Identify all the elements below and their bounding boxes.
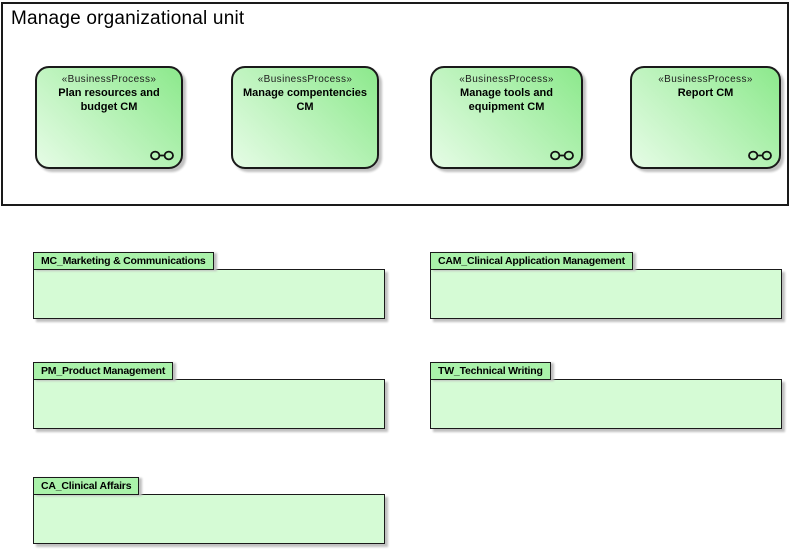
package-tw-technical-writing: TW_Technical Writing (430, 362, 782, 429)
composite-link-icon (150, 150, 174, 161)
package-tab[interactable]: CA_Clinical Affairs (33, 477, 140, 495)
package-body[interactable] (33, 378, 385, 429)
package-body[interactable] (33, 493, 385, 544)
business-process-manage-compentencies[interactable]: «BusinessProcess» Manage compentencies C… (231, 66, 379, 169)
stereotype-label: «BusinessProcess» (257, 74, 353, 85)
package-name: CA_Clinical Affairs (41, 480, 132, 492)
process-name: Report CM (677, 87, 734, 99)
package-tab[interactable]: TW_Technical Writing (430, 362, 551, 380)
package-body[interactable] (430, 268, 782, 319)
process-name: Manage compentencies CM (242, 87, 368, 114)
composite-link-icon (550, 150, 574, 161)
stereotype-label: «BusinessProcess» (61, 74, 157, 85)
package-body[interactable] (33, 268, 385, 319)
diagram-title: Manage organizational unit (11, 8, 245, 29)
stereotype-label: «BusinessProcess» (658, 74, 753, 85)
package-tab[interactable]: MC_Marketing & Communications (33, 252, 214, 270)
stereotype-label: «BusinessProcess» (459, 74, 554, 85)
business-process-manage-tools-and-equipment[interactable]: «BusinessProcess» Manage tools and equip… (430, 66, 583, 169)
process-name: Plan resources and budget CM (58, 87, 160, 114)
business-process-plan-resources-and-budget[interactable]: «BusinessProcess» Plan resources and bud… (35, 66, 183, 169)
package-tab[interactable]: PM_Product Management (33, 362, 174, 380)
package-pm-product-management: PM_Product Management (33, 362, 385, 429)
business-process-report[interactable]: «BusinessProcess» Report CM (630, 66, 781, 169)
package-name: PM_Product Management (41, 365, 166, 377)
composite-link-icon (748, 150, 772, 161)
package-body[interactable] (430, 378, 782, 429)
package-ca-clinical-affairs: CA_Clinical Affairs (33, 477, 385, 544)
diagram-frame: Manage organizational unit «BusinessProc… (1, 2, 789, 206)
package-mc-marketing-communications: MC_Marketing & Communications (33, 252, 385, 319)
process-name: Manage tools and equipment CM (460, 87, 553, 114)
package-name: CAM_Clinical Application Management (438, 255, 625, 267)
package-tab[interactable]: CAM_Clinical Application Management (430, 252, 633, 270)
package-name: TW_Technical Writing (438, 365, 543, 377)
package-cam-clinical-application-management: CAM_Clinical Application Management (430, 252, 782, 319)
package-name: MC_Marketing & Communications (41, 255, 206, 267)
